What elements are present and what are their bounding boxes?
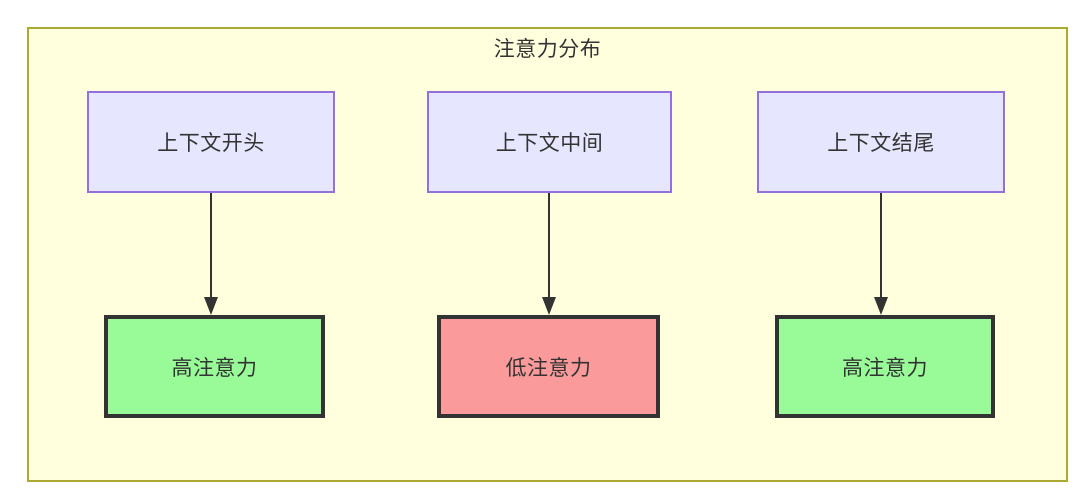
edge-context-start-to-high-attention	[204, 193, 218, 315]
node-label: 低注意力	[505, 356, 592, 380]
edge-context-end-to-high-attention	[874, 193, 888, 315]
node-label: 上下文结尾	[827, 132, 935, 155]
edge-context-middle-to-low-attention	[542, 193, 556, 315]
node-label: 上下文开头	[157, 132, 265, 155]
node-low-attention-middle[interactable]: 低注意力	[437, 315, 660, 418]
node-label: 高注意力	[842, 356, 928, 380]
node-label: 高注意力	[171, 356, 258, 380]
node-context-start[interactable]: 上下文开头	[87, 91, 335, 193]
node-label: 上下文中间	[495, 132, 604, 155]
node-context-middle[interactable]: 上下文中间	[427, 91, 672, 193]
node-context-end[interactable]: 上下文结尾	[757, 91, 1005, 193]
subgraph-title: 注意力分布	[493, 38, 602, 61]
node-high-attention-end[interactable]: 高注意力	[775, 315, 995, 418]
node-high-attention-start[interactable]: 高注意力	[104, 315, 325, 418]
